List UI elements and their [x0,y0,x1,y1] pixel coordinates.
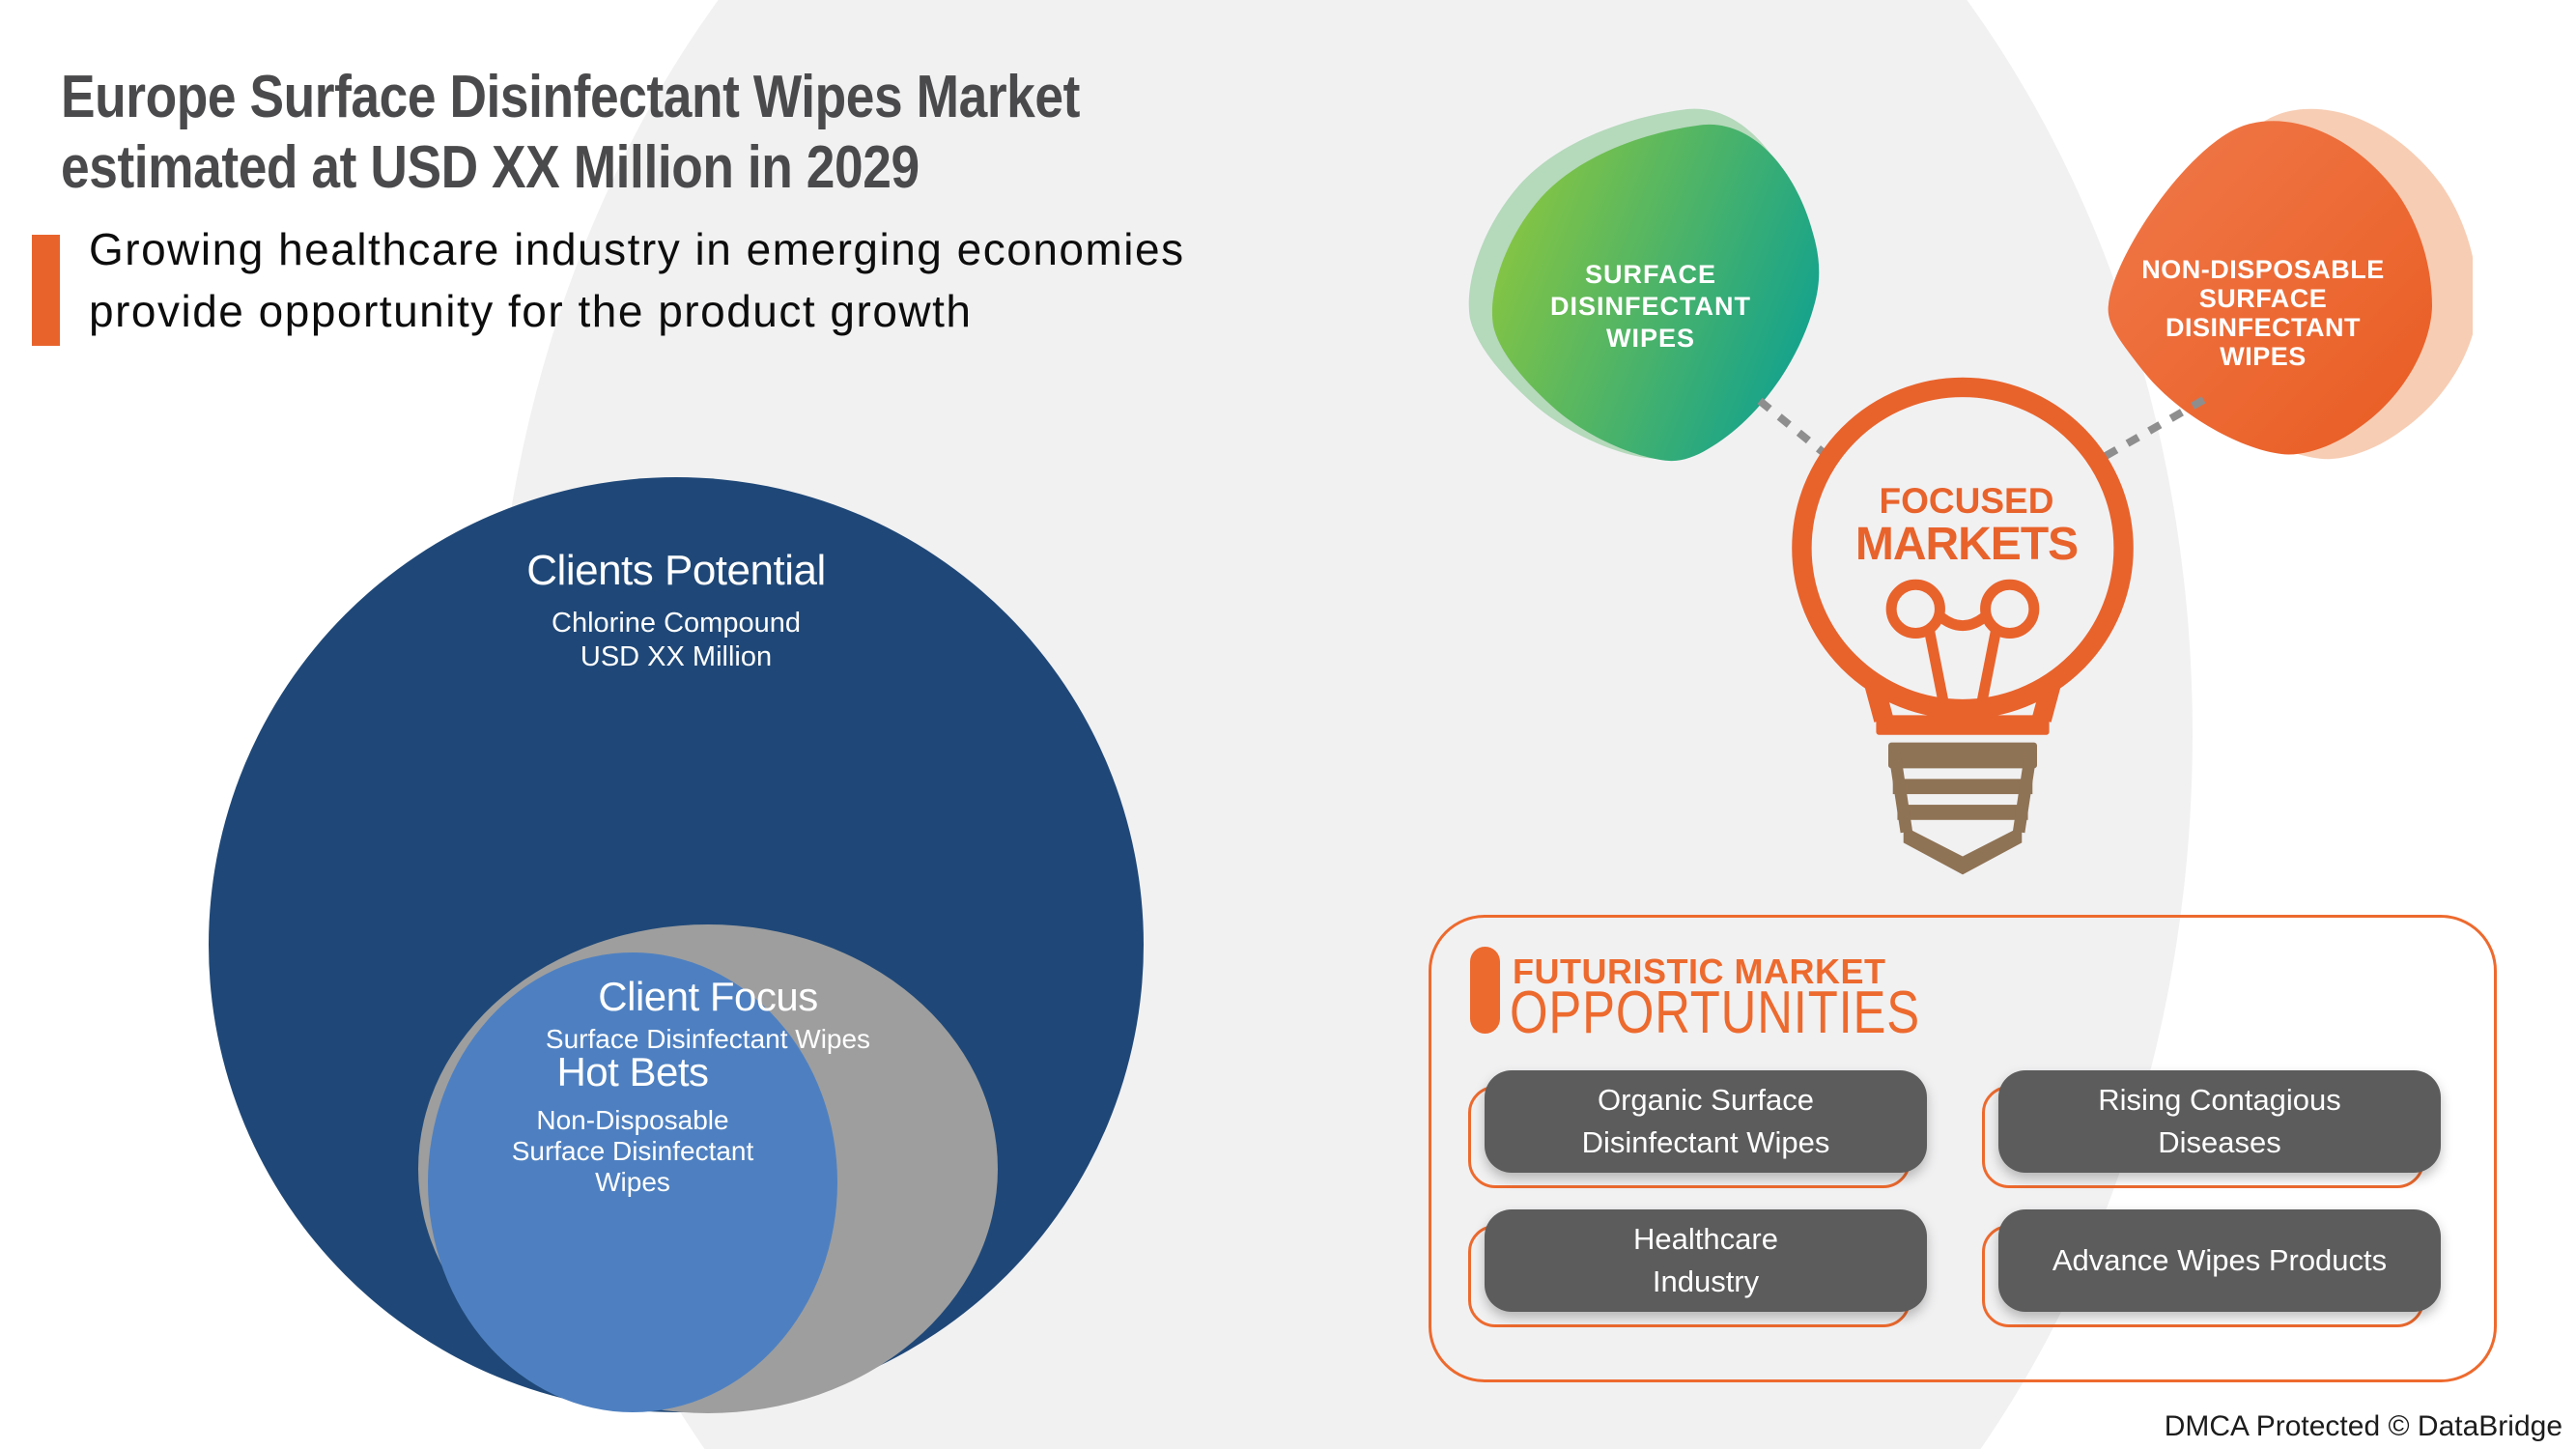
page-title-line1: Europe Surface Disinfectant Wipes Market [61,64,1080,130]
dashed-line-right [2104,395,2207,460]
bulb-neck-sides [1863,677,2062,723]
green-blob-line1: SURFACE [1584,260,1716,289]
opportunities-heading-line1: FUTURISTIC MARKET [1513,952,1886,991]
opportunity-3-line1: Healthcare [1633,1222,1778,1256]
bulb-neck-band [1876,715,2050,735]
bulb-base-rails [1888,751,2037,834]
hot-bets-sub-line1: Non-Disposable [536,1105,729,1135]
dashed-line-left [1757,397,1835,464]
venn-circle-hot-bets [428,952,837,1412]
clients-potential-sub-line2: USD XX Million [580,641,773,672]
orange-triangle-blob-icon [2108,108,2473,460]
dashed-connector-lines [1757,395,2207,464]
bulb-screw-base [1888,742,2037,875]
green-blob-line2: DISINFECTANT [1550,292,1751,321]
opportunity-2-line1: Rising Contagious [2098,1083,2341,1117]
page-subtitle-line1: Growing healthcare industry in emerging … [89,224,1185,274]
green-blob-line3: WIPES [1605,324,1695,353]
orange-blob-label: NON-DISPOSABLE SURFACE DISINFECTANT WIPE… [2099,255,2427,371]
clients-potential-subtext: Chlorine Compound USD XX Million [435,607,918,674]
opportunity-box-healthcare-industry: Healthcare Industry [1485,1209,1927,1312]
subtitle-accent-bar [32,235,60,346]
opportunity-box-organic-surface: Organic Surface Disinfectant Wipes [1485,1070,1927,1173]
hot-bets-heading: Hot Bets [556,1049,709,1094]
opportunity-box-advance-wipes: Advance Wipes Products [1998,1209,2441,1312]
clients-potential-heading: Clients Potential [526,547,826,594]
orange-blob-line3: DISINFECTANT [2166,313,2361,342]
lightbulb-icon [1792,377,2134,875]
page-subtitle-line2: provide opportunity for the product grow… [89,286,973,336]
hot-bets-subtext: Non-Disposable Surface Disinfectant Wipe… [391,1105,874,1198]
orange-blob-line2: SURFACE [2198,284,2328,313]
orange-blob-line4: WIPES [2220,342,2307,371]
page-title: Europe Surface Disinfectant Wipes Market… [61,62,1080,203]
orange-blob-shape [2108,121,2432,455]
orange-blob-line1: NON-DISPOSABLE [2141,255,2385,284]
green-blob-label: SURFACE DISINFECTANT WIPES [1486,259,1815,355]
hot-bets-sub-line3: Wipes [595,1167,670,1197]
client-focus-subtext: Surface Disinfectant Wipes [545,1024,871,1054]
dmca-watermark: DMCA Protected © DataBridge [2164,1410,2562,1442]
client-focus-heading: Client Focus [598,974,818,1019]
opportunity-box-rising-contagious: Rising Contagious Diseases [1998,1070,2441,1173]
opportunities-panel [1429,915,2497,1382]
page-subtitle: Growing healthcare industry in emerging … [89,218,1185,342]
opportunity-2-line2: Diseases [2158,1125,2281,1159]
opportunity-1-line2: Disinfectant Wipes [1581,1125,1830,1159]
opportunities-heading-line2: OPPORTUNITIES [1510,980,1920,1046]
clients-potential-sub-line1: Chlorine Compound [552,608,801,639]
hot-bets-sub-line2: Surface Disinfectant [511,1136,754,1166]
opportunity-4-line1: Advance Wipes Products [2052,1243,2388,1277]
opportunity-1-line1: Organic Surface [1598,1083,1814,1117]
green-triangle-blob-icon [1468,108,1820,462]
markets-label: MARKETS [1854,519,2079,570]
opportunities-accent-pill [1470,947,1500,1034]
bulb-glass-circle [1792,377,2134,720]
green-blob-shape [1491,124,1820,462]
focused-label: FOCUSED [1879,481,2054,521]
page-title-line2: estimated at USD XX Million in 2029 [61,134,920,201]
opportunity-3-line2: Industry [1652,1264,1760,1298]
bulb-filament [1885,579,2040,717]
